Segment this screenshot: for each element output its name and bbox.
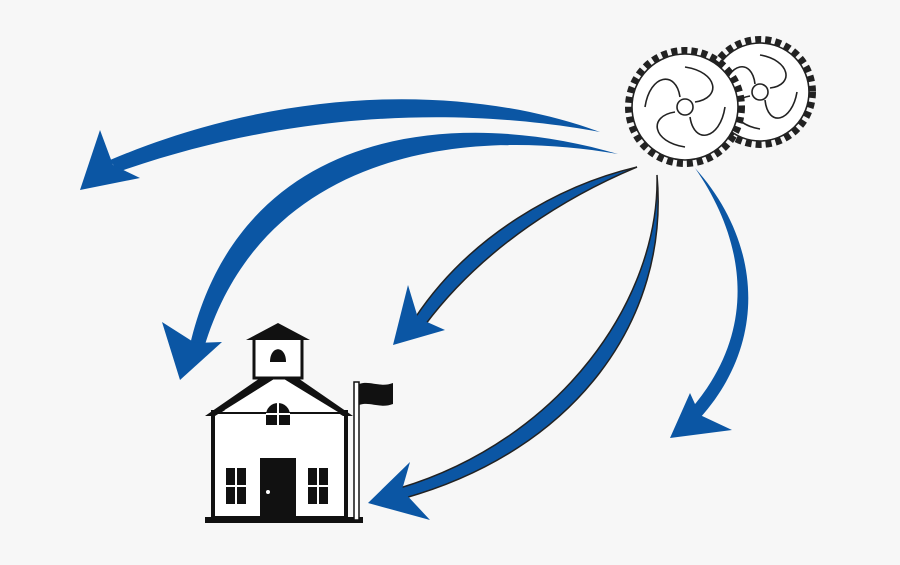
bell-icon [270,349,286,362]
schoolhouse-icon [205,323,393,523]
arrow-to-school-left [162,132,618,380]
arrow-down-right [670,168,749,438]
flagpole [353,381,360,521]
arrow-to-school-door [368,174,659,520]
gears-icon [625,36,816,167]
arrow-to-school-center [393,166,638,345]
flag-icon [359,382,393,406]
arrow-top-left [80,99,600,190]
belfry-roof [246,323,310,340]
door [260,458,296,520]
arrows [80,99,749,520]
